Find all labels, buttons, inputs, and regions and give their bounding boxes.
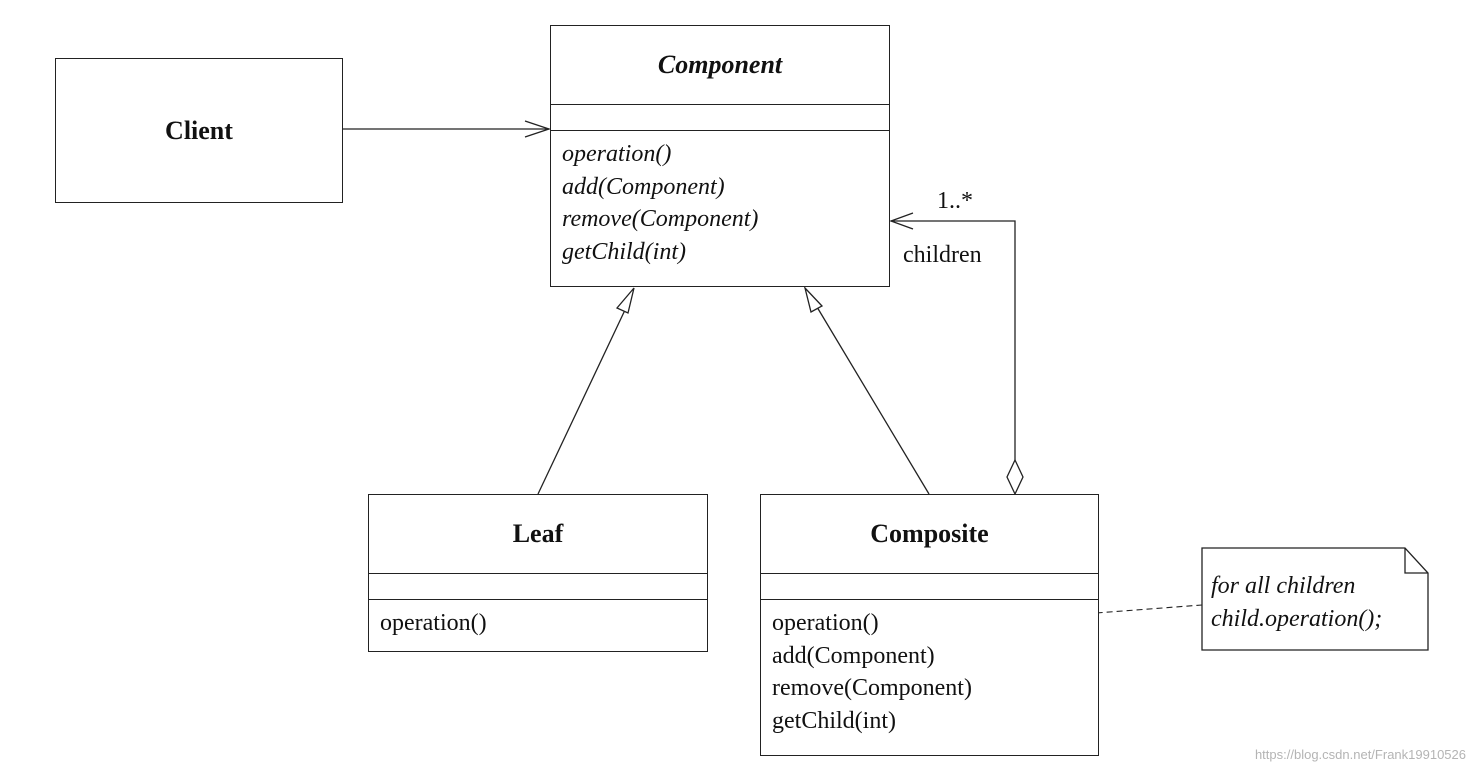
note-line: child.operation();: [1211, 606, 1383, 632]
composite-class: Composite operation() add(Component) rem…: [760, 494, 1099, 756]
multiplicity-label: 1..*: [937, 188, 973, 214]
role-label: children: [903, 242, 982, 268]
leaf-class-name: Leaf: [369, 495, 707, 574]
composite-operation: getChild(int): [772, 707, 896, 734]
composite-generalization-line: [816, 306, 930, 495]
note-fold-corner: [1404, 548, 1428, 574]
aggregation-line: [891, 220, 1016, 460]
composite-class-name: Composite: [761, 495, 1098, 574]
composite-operation: add(Component): [772, 642, 935, 669]
note-shape: [1201, 547, 1429, 651]
component-operations-compartment: operation() add(Component) remove(Compon…: [551, 131, 889, 268]
component-operation: operation(): [562, 141, 672, 167]
component-operation: remove(Component): [562, 206, 759, 232]
composite-operations-compartment: operation() add(Component) remove(Compon…: [761, 600, 1098, 737]
component-operation: add(Component): [562, 173, 725, 200]
aggregation-diamond: [1006, 458, 1024, 496]
leaf-generalization-line: [537, 309, 626, 495]
leaf-class: Leaf operation(): [368, 494, 708, 652]
leaf-operations-compartment: operation(): [369, 600, 707, 640]
component-attributes-compartment: [551, 105, 889, 131]
note-line: for all children: [1211, 573, 1356, 599]
watermark-text: https://blog.csdn.net/Frank19910526: [1254, 747, 1466, 762]
composite-operation: operation(): [772, 610, 879, 636]
client-class: Client: [55, 58, 343, 203]
association-arrowhead: [524, 120, 552, 138]
aggregation-arrowhead: [889, 212, 914, 230]
client-class-name: Client: [165, 115, 233, 145]
leaf-generalization-triangle: [615, 287, 635, 314]
composite-operation: remove(Component): [772, 675, 972, 701]
component-operation: getChild(int): [562, 238, 686, 265]
composite-attributes-compartment: [761, 574, 1098, 600]
leaf-operation: operation(): [380, 610, 487, 636]
component-class: Component operation() add(Component) rem…: [550, 25, 890, 287]
composite-generalization-triangle: [803, 285, 824, 313]
note-text: for all children child.operation();: [1211, 570, 1382, 636]
leaf-attributes-compartment: [369, 574, 707, 600]
component-class-name: Component: [551, 26, 889, 105]
